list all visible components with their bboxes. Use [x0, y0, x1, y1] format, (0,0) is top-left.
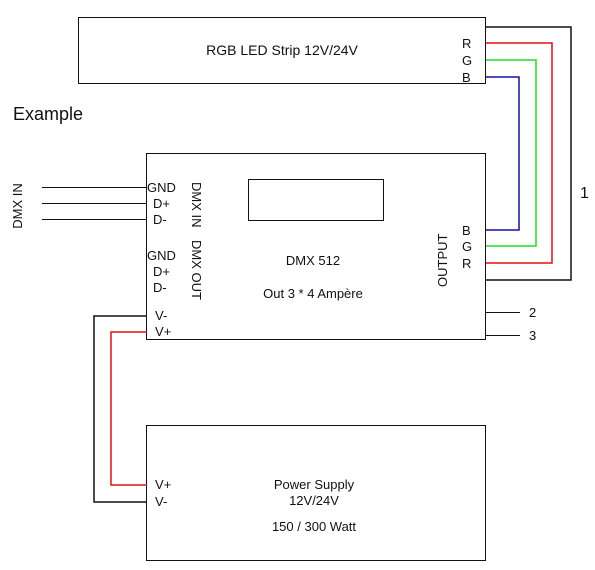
output-pin-b: B: [462, 223, 471, 238]
output-pin-g: G: [462, 239, 472, 254]
dmx-input-wires: [42, 187, 147, 220]
psu-title-line2: 12V/24V: [289, 493, 339, 508]
psu-title-line1: Power Supply: [274, 477, 355, 492]
controller-out-dminus: D-: [153, 280, 167, 295]
dmx-out-group-label: DMX OUT: [189, 240, 204, 300]
dmx-in-group-label: DMX IN: [189, 182, 204, 228]
psu-wattage: 150 / 300 Watt: [272, 519, 356, 534]
callout-1: 1: [580, 185, 589, 202]
power-wire-negative: [93, 315, 147, 503]
psu-pin-vplus: V+: [155, 477, 171, 492]
led-strip-title: RGB LED Strip 12V/24V: [206, 42, 358, 58]
green-wire: [486, 59, 537, 247]
psu-pin-vminus: V-: [155, 494, 167, 509]
led-pin-g: G: [462, 53, 472, 68]
controller-title: DMX 512: [286, 253, 340, 268]
output-label: OUTPUT: [435, 234, 450, 288]
red-wire: [486, 42, 553, 264]
controller-out-gnd: GND: [147, 248, 176, 263]
dmx-in-external-label: DMX IN: [10, 183, 25, 229]
power-wire-positive: [110, 331, 147, 486]
controller-in-gnd: GND: [147, 180, 176, 195]
black-wire-1: [486, 26, 572, 281]
controller-in-dminus: D-: [153, 212, 167, 227]
controller-rating: Out 3 * 4 Ampère: [263, 286, 363, 301]
example-heading: Example: [13, 104, 83, 124]
controller-display: [248, 179, 384, 221]
controller-in-dplus: D+: [153, 196, 170, 211]
blue-wire: [486, 76, 520, 231]
controller-pin-vminus: V-: [155, 308, 167, 323]
controller-out-dplus: D+: [153, 264, 170, 279]
led-strip-box: [78, 17, 486, 84]
callout-2: 2: [529, 305, 536, 320]
led-pin-b: B: [462, 70, 471, 85]
output-pin-r: R: [462, 256, 471, 271]
controller-pin-vplus: V+: [155, 324, 171, 339]
led-pin-r: R: [462, 36, 471, 51]
power-supply-box: [146, 425, 486, 561]
callout-3: 3: [529, 328, 536, 343]
